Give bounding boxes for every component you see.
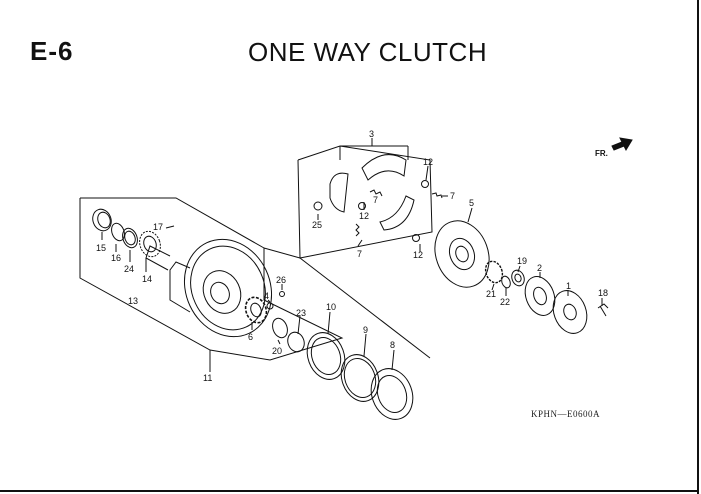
washer-19-inner (514, 273, 522, 283)
clutch-shoe-left (329, 172, 349, 213)
callout-22: 22 (500, 297, 510, 307)
bolt-18 (597, 303, 609, 317)
washer-20 (272, 317, 288, 339)
part-25 (313, 201, 323, 211)
plate-1 (552, 290, 588, 334)
frame-border-bottom (0, 490, 699, 492)
spring-7-b (355, 223, 360, 237)
callout-8: 8 (390, 340, 395, 350)
part-26 (279, 291, 285, 297)
callout-1: 1 (566, 281, 571, 291)
callout-25: 25 (312, 220, 322, 230)
assembly-boundary-3 (297, 145, 433, 259)
plate-2 (524, 276, 556, 316)
drawing-code: KPHN—E0600A (531, 409, 601, 419)
callout-12-b: 12 (359, 211, 369, 221)
ring-9 (340, 354, 380, 402)
callout-4: 4 (264, 291, 269, 301)
plate-10 (306, 332, 346, 380)
page-title: ONE WAY CLUTCH (248, 37, 488, 67)
washer-19 (511, 269, 525, 287)
ring-24-inner (124, 230, 136, 246)
callout-19: 19 (517, 256, 527, 266)
callout-7-c: 7 (357, 249, 362, 259)
washer-22 (501, 275, 511, 289)
callout-12-c: 12 (413, 250, 423, 260)
bearing-15-inner (97, 211, 111, 229)
clutch-shoe-lower (379, 195, 415, 231)
gear-14 (139, 230, 161, 258)
nut-12-a (421, 180, 429, 188)
pin-17 (165, 225, 175, 229)
callout-5: 5 (469, 198, 474, 208)
washer-23 (287, 331, 305, 353)
callout-15: 15 (96, 243, 106, 253)
assembly-boundary-11 (79, 197, 344, 361)
plate-2-inner (533, 286, 547, 306)
section-code: E-6 (30, 36, 74, 66)
part-4 (266, 302, 274, 310)
front-direction-label: FR. (595, 149, 608, 158)
callout-14: 14 (142, 274, 152, 284)
callout-7-a: 7 (373, 195, 378, 205)
spring-7-c (431, 192, 443, 199)
nut-12-b (358, 202, 366, 210)
frame-border-right (697, 0, 699, 494)
callout-10: 10 (326, 302, 336, 312)
ring-9-inner (343, 358, 377, 398)
clutch-outer (145, 238, 273, 338)
callout-16: 16 (111, 253, 121, 263)
boundary-line (263, 247, 301, 259)
callout-21: 21 (486, 289, 496, 299)
plate-1-inner (563, 303, 577, 321)
callout-13: 13 (128, 296, 138, 306)
ring-24 (122, 227, 138, 249)
plate-8 (370, 368, 414, 420)
spring-7-a (369, 189, 383, 197)
nut-12-c (412, 234, 420, 242)
clutch-21 (484, 260, 504, 284)
callout-24: 24 (124, 264, 134, 274)
callout-6: 6 (248, 332, 253, 342)
callout-7-b: 7 (450, 191, 455, 201)
callout-23: 23 (296, 308, 306, 318)
front-arrow-icon: FR. (595, 137, 633, 158)
boundary-line (299, 257, 431, 359)
one-way-clutch-6 (244, 296, 268, 324)
bearing-15 (92, 208, 112, 232)
clutch-shoe-upper (361, 154, 407, 181)
callout-3: 3 (369, 129, 374, 139)
callout-12-a: 12 (423, 157, 433, 167)
callout-18: 18 (598, 288, 608, 298)
callout-17: 17 (153, 222, 163, 232)
callout-2: 2 (537, 263, 542, 273)
callout-26: 26 (276, 275, 286, 285)
drive-plate-5 (434, 220, 490, 288)
callout-11: 11 (203, 373, 212, 383)
callout-20: 20 (272, 346, 282, 356)
callout-9: 9 (363, 325, 368, 335)
ring-16 (111, 222, 125, 242)
